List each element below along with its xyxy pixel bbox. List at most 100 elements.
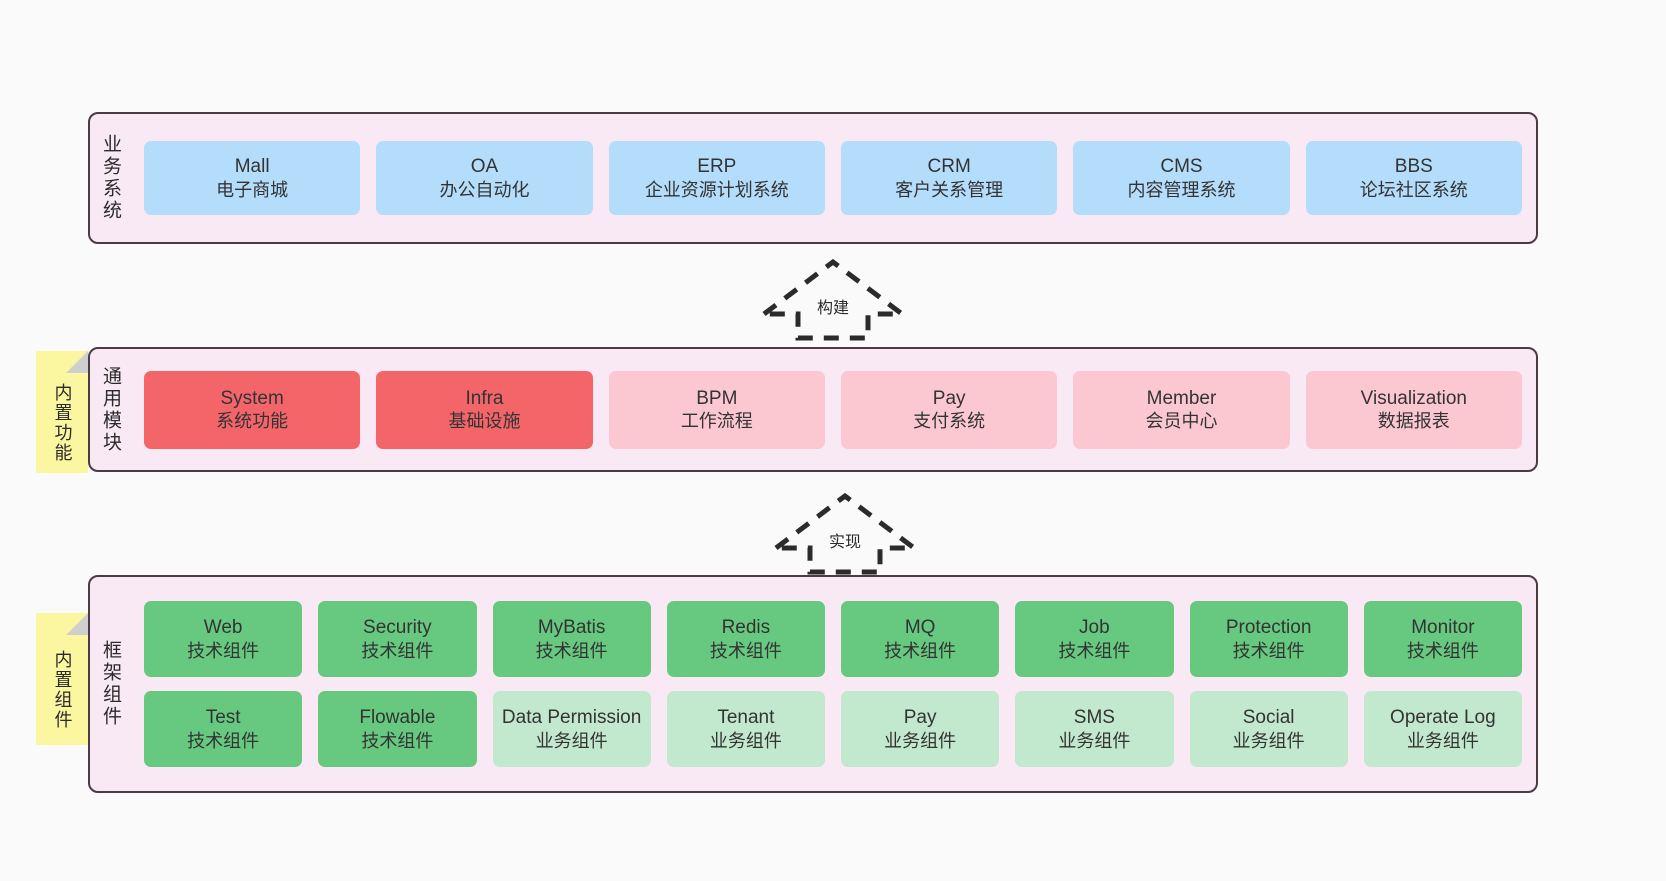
node-mybatis[interactable]: MyBatis 技术组件	[492, 601, 651, 677]
node-web[interactable]: Web 技术组件	[144, 601, 303, 677]
node-subtitle: 论坛社区系统	[1359, 179, 1468, 200]
node-title: Security	[363, 617, 432, 639]
node-title: Social	[1242, 707, 1295, 729]
layer-framework-body: Web 技术组件 Security 技术组件 MyBatis 技术组件 Redi…	[130, 577, 1536, 791]
layer-common-modules: 通用模块 System 系统功能 Infra 基础设施 BPM 工作流程 Pay…	[88, 347, 1538, 472]
node-title: System	[220, 387, 284, 409]
arrow-build-shape	[756, 258, 910, 341]
arrow-implement: 实现	[768, 492, 922, 575]
node-oa[interactable]: OA 办公自动化	[376, 141, 593, 215]
layer-business-label: 业务系统	[99, 134, 121, 222]
layer-common-body: System 系统功能 Infra 基础设施 BPM 工作流程 Pay 支付系统…	[130, 349, 1536, 470]
node-security[interactable]: Security 技术组件	[318, 601, 477, 677]
layer-framework-label: 框架组件	[99, 640, 121, 728]
node-tenant[interactable]: Tenant 业务组件	[666, 691, 825, 767]
node-title: Data Permission	[501, 707, 642, 729]
node-redis[interactable]: Redis 技术组件	[666, 601, 825, 677]
node-title: MQ	[904, 617, 936, 639]
node-title: Infra	[465, 387, 504, 409]
node-title: Visualization	[1360, 387, 1467, 409]
node-flowable[interactable]: Flowable 技术组件	[318, 691, 477, 767]
sticky-label: 内置组件	[52, 650, 73, 730]
sticky-note-builtin-features: 内置功能	[36, 351, 88, 473]
node-member[interactable]: Member 会员中心	[1073, 370, 1290, 449]
node-sms[interactable]: SMS 业务组件	[1015, 691, 1174, 767]
node-subtitle: 业务组件	[1232, 730, 1305, 751]
node-title: Operate Log	[1390, 707, 1496, 729]
node-social[interactable]: Social 业务组件	[1189, 691, 1348, 767]
layer-business-body: Mall 电子商城 OA 办公自动化 ERP 企业资源计划系统 CRM 客户关系…	[130, 114, 1536, 242]
node-pay-module[interactable]: Pay 支付系统	[840, 370, 1058, 449]
node-pay-component[interactable]: Pay 业务组件	[841, 691, 1000, 767]
node-subtitle: 电子商城	[216, 179, 289, 200]
framework-row-tech: Web 技术组件 Security 技术组件 MyBatis 技术组件 Redi…	[144, 601, 1522, 677]
node-title: Test	[205, 707, 241, 729]
sticky-note-builtin-components: 内置组件	[36, 613, 88, 745]
node-mq[interactable]: MQ 技术组件	[841, 601, 1000, 677]
node-crm[interactable]: CRM 客户关系管理	[840, 141, 1058, 215]
node-subtitle: 技术组件	[709, 640, 782, 661]
node-test[interactable]: Test 技术组件	[144, 691, 303, 767]
node-subtitle: 技术组件	[1406, 640, 1479, 661]
node-subtitle: 技术组件	[1232, 640, 1305, 661]
framework-row-business: Test 技术组件 Flowable 技术组件 Data Permission …	[144, 691, 1522, 767]
node-title: BBS	[1394, 156, 1433, 178]
layer-common-label: 通用模块	[99, 365, 121, 454]
node-subtitle: 客户关系管理	[895, 179, 1004, 200]
node-title: SMS	[1073, 707, 1115, 729]
node-title: Pay	[932, 387, 966, 409]
node-infra[interactable]: Infra 基础设施	[376, 370, 593, 449]
node-cms[interactable]: CMS 内容管理系统	[1073, 141, 1290, 215]
node-subtitle: 技术组件	[187, 640, 260, 661]
arrow-build: 构建	[756, 258, 910, 341]
node-bbs[interactable]: BBS 论坛社区系统	[1305, 141, 1522, 215]
common-row: System 系统功能 Infra 基础设施 BPM 工作流程 Pay 支付系统…	[144, 370, 1522, 449]
node-title: MyBatis	[537, 617, 606, 639]
node-title: Flowable	[359, 707, 436, 729]
node-title: Mall	[234, 156, 270, 178]
node-subtitle: 基础设施	[448, 411, 521, 432]
node-bpm[interactable]: BPM 工作流程	[608, 370, 825, 449]
layer-business-systems: 业务系统 Mall 电子商城 OA 办公自动化 ERP 企业资源计划系统 CRM…	[88, 112, 1538, 244]
node-title: Monitor	[1411, 617, 1475, 639]
node-title: Member	[1146, 387, 1217, 409]
node-visualization[interactable]: Visualization 数据报表	[1305, 370, 1522, 449]
node-system[interactable]: System 系统功能	[144, 370, 361, 449]
node-title: OA	[470, 156, 499, 178]
node-title: CMS	[1160, 156, 1203, 178]
node-subtitle: 技术组件	[535, 640, 608, 661]
node-title: CRM	[927, 156, 971, 178]
node-operate-log[interactable]: Operate Log 业务组件	[1363, 691, 1522, 767]
node-subtitle: 系统功能	[216, 411, 289, 432]
node-title: BPM	[696, 387, 738, 409]
arrow-implement-shape	[768, 492, 922, 575]
node-protection[interactable]: Protection 技术组件	[1189, 601, 1348, 677]
node-subtitle: 技术组件	[361, 640, 434, 661]
node-title: ERP	[697, 156, 737, 178]
node-subtitle: 业务组件	[709, 730, 782, 751]
node-subtitle: 技术组件	[361, 730, 434, 751]
node-subtitle: 业务组件	[535, 730, 608, 751]
business-row: Mall 电子商城 OA 办公自动化 ERP 企业资源计划系统 CRM 客户关系…	[144, 141, 1522, 215]
node-data-permission[interactable]: Data Permission 业务组件	[492, 691, 651, 767]
node-subtitle: 技术组件	[1058, 640, 1131, 661]
node-title: Redis	[721, 617, 771, 639]
node-subtitle: 数据报表	[1377, 411, 1450, 432]
node-subtitle: 会员中心	[1145, 411, 1218, 432]
layer-framework-components: 框架组件 Web 技术组件 Security 技术组件 MyBatis 技术组件…	[88, 575, 1538, 793]
node-subtitle: 业务组件	[1058, 730, 1131, 751]
node-subtitle: 技术组件	[187, 730, 260, 751]
node-subtitle: 业务组件	[884, 730, 957, 751]
node-job[interactable]: Job 技术组件	[1015, 601, 1174, 677]
node-title: Protection	[1225, 617, 1312, 639]
node-erp[interactable]: ERP 企业资源计划系统	[608, 141, 825, 215]
node-mall[interactable]: Mall 电子商城	[144, 141, 361, 215]
node-title: Tenant	[717, 707, 775, 729]
sticky-label: 内置功能	[52, 383, 73, 463]
node-subtitle: 业务组件	[1406, 730, 1479, 751]
node-title: Web	[203, 617, 243, 639]
node-title: Job	[1079, 617, 1110, 639]
node-monitor[interactable]: Monitor 技术组件	[1363, 601, 1522, 677]
node-subtitle: 支付系统	[913, 411, 986, 432]
